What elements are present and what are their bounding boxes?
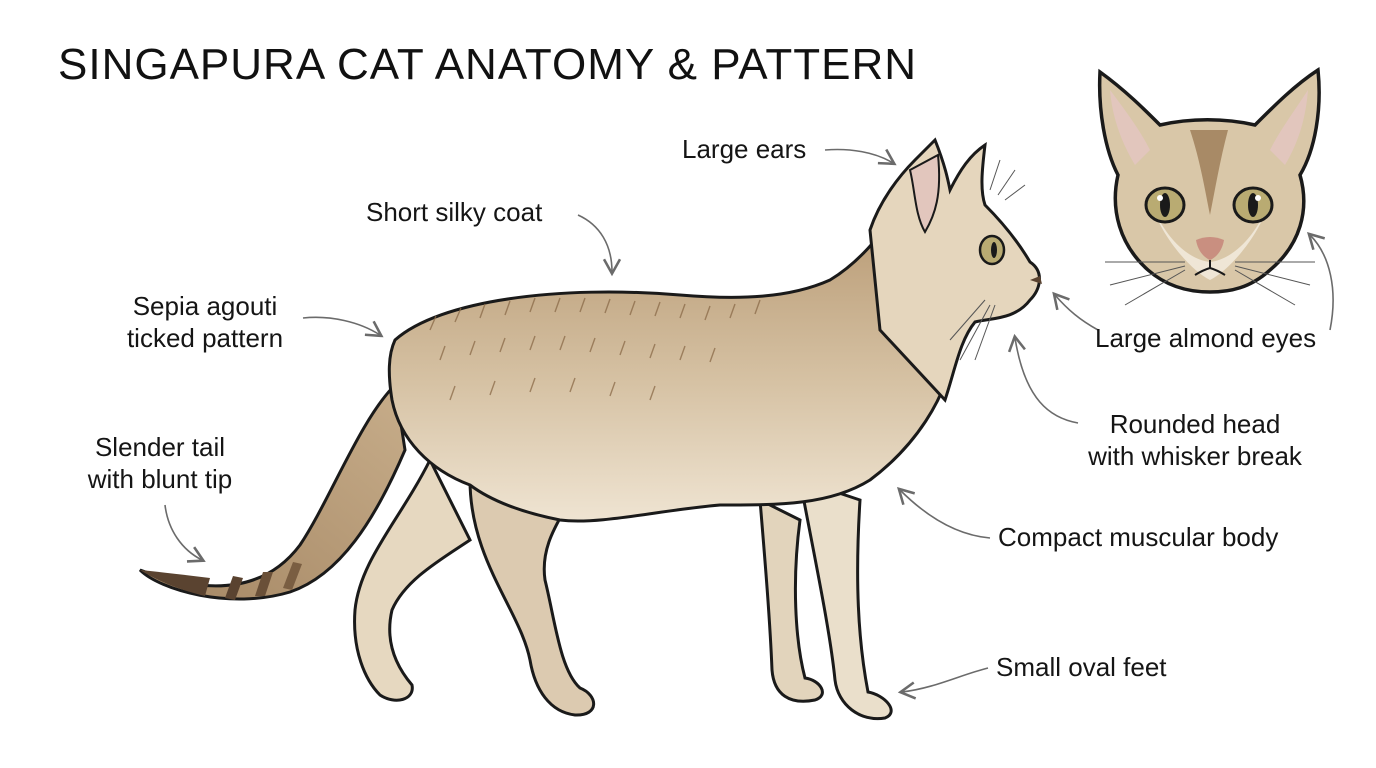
- arrow-body: [897, 487, 991, 539]
- label-short-silky-coat: Short silky coat: [366, 197, 543, 227]
- label-sepia-agouti: Sepia agouti ticked pattern: [100, 290, 310, 354]
- arrow-coat: [577, 214, 622, 277]
- label-tail-line1: Slender tail: [94, 432, 226, 462]
- label-sepia-line2: ticked pattern: [126, 323, 284, 353]
- arrow-face: [1307, 232, 1334, 331]
- label-compact-muscular-body: Compact muscular body: [998, 522, 1279, 552]
- label-sepia-line1: Sepia agouti: [132, 291, 278, 321]
- label-head-line2: with whisker break: [1088, 441, 1302, 471]
- arrow-head: [1007, 333, 1079, 424]
- face-inset: [1097, 66, 1321, 306]
- arrow-tail: [164, 504, 206, 563]
- label-rounded-head: Rounded head with whisker break: [1070, 408, 1320, 472]
- arrow-feet: [897, 667, 989, 700]
- label-head-line1: Rounded head: [1109, 409, 1281, 439]
- arrow-eyes: [1052, 291, 1099, 331]
- label-large-almond-eyes: Large almond eyes: [1095, 323, 1317, 353]
- label-small-oval-feet: Small oval feet: [996, 652, 1167, 682]
- tail: [138, 381, 407, 601]
- page-title: SINGAPURA CAT ANATOMY & PATTERN: [58, 40, 918, 89]
- label-tail-line2: with blunt tip: [87, 464, 233, 494]
- label-large-ears: Large ears: [682, 134, 807, 164]
- arrow-sepia: [302, 316, 384, 338]
- label-slender-tail: Slender tail with blunt tip: [60, 431, 260, 495]
- arrow-ears: [824, 148, 897, 166]
